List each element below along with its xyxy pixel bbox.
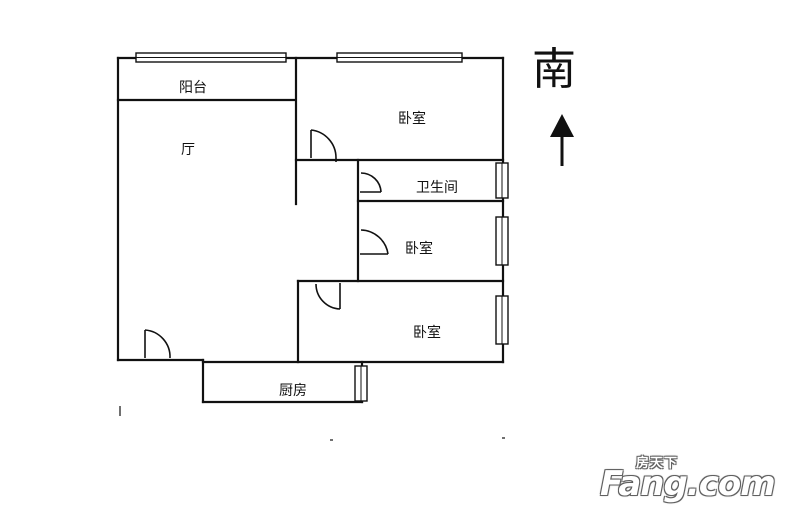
door-bedroom-top bbox=[310, 129, 337, 162]
door-bedroom-bottom bbox=[315, 283, 341, 310]
door-entrance bbox=[144, 329, 171, 359]
room-label-living-room: 厅 bbox=[181, 142, 195, 158]
watermark-brand-en: Fang.com bbox=[600, 464, 776, 504]
compass-label: 南 bbox=[532, 44, 576, 95]
doors bbox=[144, 129, 389, 359]
walls bbox=[116, 56, 505, 404]
room-label-kitchen: 厨房 bbox=[279, 383, 307, 399]
up-arrow-icon bbox=[550, 114, 574, 166]
door-bathroom bbox=[360, 172, 382, 193]
room-label-bedroom-top: 卧室 bbox=[398, 110, 426, 127]
windows bbox=[135, 52, 509, 402]
room-label-bathroom: 卫生间 bbox=[416, 180, 458, 196]
room-label-bedroom-middle: 卧室 bbox=[405, 240, 433, 257]
door-bedroom-middle bbox=[360, 229, 389, 255]
room-label-balcony: 阳台 bbox=[179, 80, 207, 96]
watermark-logo: 房天下 Fang.com bbox=[600, 452, 780, 504]
watermark-brand-cn: 房天下 bbox=[636, 456, 679, 471]
room-label-bedroom-bottom: 卧室 bbox=[413, 324, 441, 341]
